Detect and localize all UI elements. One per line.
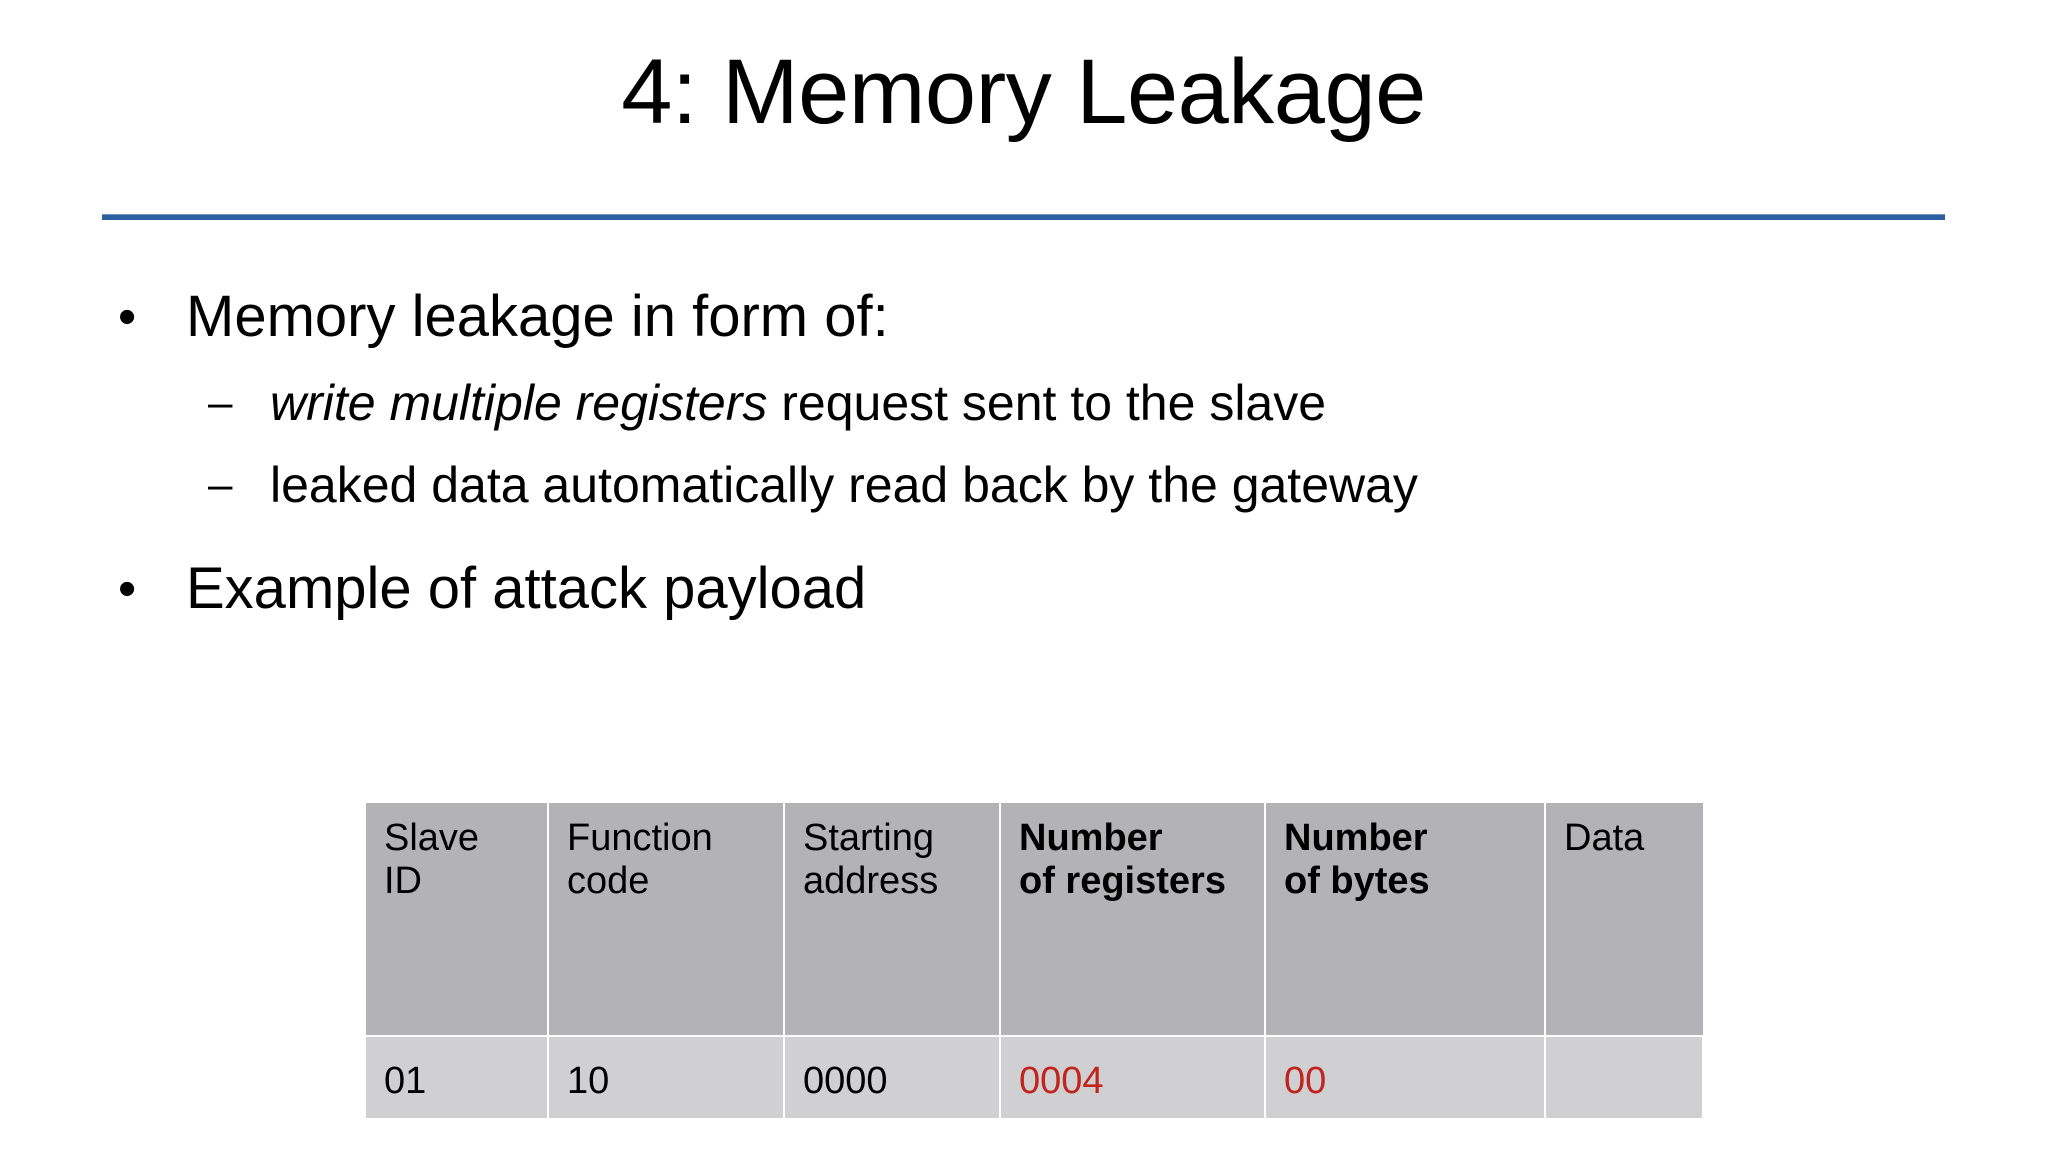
table-cell-number-of-bytes: 00 (1265, 1035, 1546, 1118)
table-header-cell-starting-address: Starting address (784, 803, 1001, 1036)
header-line-1: Number (1284, 817, 1428, 859)
bullet-rest: request sent to the slave (767, 375, 1327, 431)
table-cell-starting-address: 0000 (784, 1035, 1001, 1118)
bullet-item-1: – write multiple registers request sent … (0, 365, 2048, 441)
bullet-item-0: • Memory leakage in form of: (0, 275, 2048, 359)
header-line-1: Slave (384, 817, 480, 859)
header-line-1: Number (1019, 817, 1163, 859)
bullet-item-2: – leaked data automatically read back by… (0, 447, 2048, 523)
header-line-2: code (567, 859, 650, 902)
table-cell-function-code: 10 (548, 1035, 785, 1118)
bullet-spacer (0, 529, 2048, 547)
dash-marker-icon: – (208, 460, 233, 509)
header-line-1: Function (567, 817, 713, 859)
header-line-2: of registers (1019, 859, 1226, 902)
bullet-marker-icon: • (118, 560, 137, 618)
table-cell-data-a (1545, 1035, 1704, 1118)
bullet-text: Memory leakage in form of: (186, 284, 889, 349)
table-header-cell-function-code: Function code (548, 803, 785, 1036)
dash-marker-icon: – (208, 378, 233, 427)
table-cell-slave-id: 01 (366, 1035, 549, 1118)
table-header-cell-number-of-registers: Number of registers (1000, 803, 1266, 1036)
table-row: 01 10 0000 0004 00 (366, 1035, 1704, 1118)
header-line-2: ID (384, 859, 422, 902)
attack-payload-table: Slave ID Function code Starting address … (366, 803, 1704, 1118)
header-line-2: of bytes (1284, 859, 1430, 902)
header-line-2: address (803, 859, 939, 902)
bullet-text: leaked data automatically read back by t… (270, 457, 1418, 513)
table-header-cell-number-of-bytes: Number of bytes (1265, 803, 1546, 1036)
bullet-emphasis: write multiple registers (270, 375, 768, 431)
bullet-item-3: • Example of attack payload (0, 547, 2048, 631)
table-header-cell-data: Data (1545, 803, 1703, 1036)
slide-body: • Memory leakage in form of: – write mul… (0, 275, 2048, 637)
bullet-marker-icon: • (118, 288, 137, 346)
bullet-text: Example of attack payload (186, 556, 867, 621)
title-divider (102, 214, 1945, 220)
header-line-1: Data (1564, 817, 1645, 859)
header-line-1: Starting (803, 817, 934, 859)
bullet-text: write multiple registers request sent to… (270, 365, 1326, 441)
page-title: 4: Memory Leakage (621, 41, 1426, 143)
table-header-cell-slave-id: Slave ID (366, 803, 549, 1036)
table-cell-number-of-registers: 0004 (1000, 1035, 1266, 1118)
table-header-row: Slave ID Function code Starting address … (366, 803, 1703, 1036)
